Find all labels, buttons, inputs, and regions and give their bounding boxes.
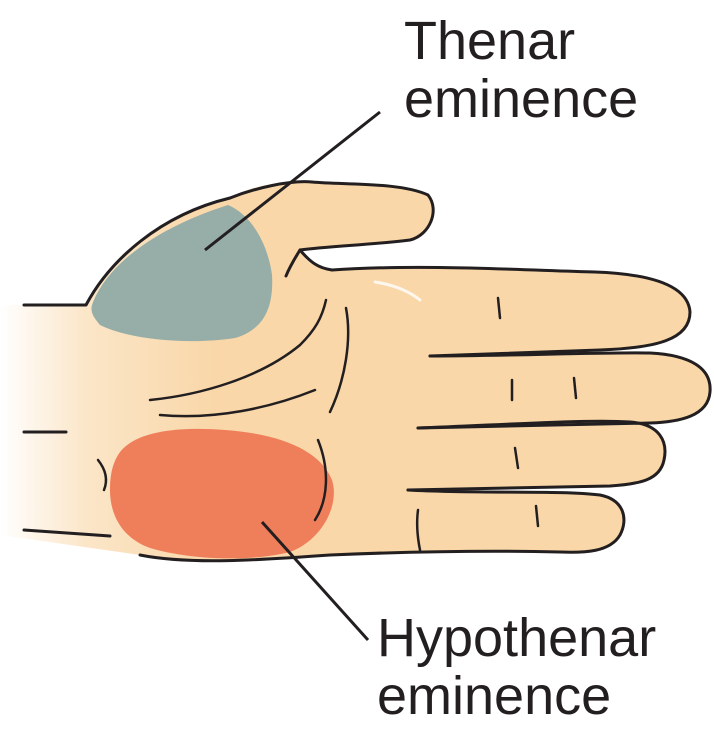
thenar-region [91, 205, 272, 341]
hypothenar-label-line2: eminence [377, 667, 656, 725]
thenar-label-line2: eminence [404, 70, 638, 128]
thenar-label-line1: Thenar [404, 12, 638, 70]
thenar-eminence-label: Thenar eminence [404, 12, 638, 128]
hypothenar-label-line1: Hypothenar [377, 609, 656, 667]
hypothenar-region [110, 429, 334, 559]
hypothenar-eminence-label: Hypothenar eminence [377, 609, 656, 725]
hand-silhouette [0, 182, 710, 561]
